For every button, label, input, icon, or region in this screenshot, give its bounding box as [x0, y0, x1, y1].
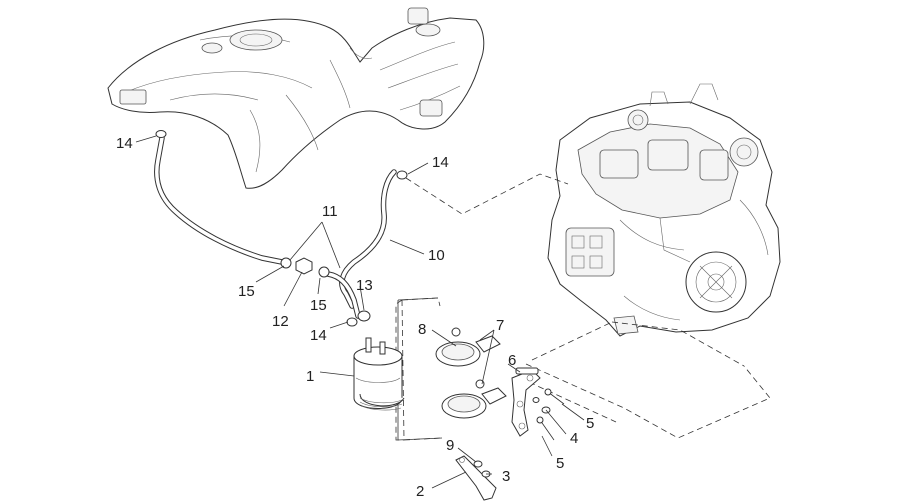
screws [532, 388, 565, 441]
lower-bracket [455, 455, 497, 501]
bracket-group-outline [395, 297, 443, 441]
callout-14-middle: 14 [310, 327, 327, 344]
hoses [154, 135, 397, 319]
callout-2: 2 [416, 483, 424, 500]
callout-13: 13 [356, 277, 373, 294]
callout-5-upper: 5 [586, 415, 594, 432]
callout-6: 6 [508, 352, 516, 369]
callout-15-right: 15 [310, 297, 327, 314]
callout-14-top-left: 14 [116, 135, 133, 152]
callout-14-top-right: 14 [432, 154, 449, 171]
mounting-bracket [511, 367, 541, 437]
callout-9: 9 [446, 437, 454, 454]
callout-labels: 14 14 11 10 15 13 15 12 14 8 7 6 1 5 4 9… [116, 135, 594, 500]
engine [547, 83, 781, 337]
leader-lines [135, 135, 585, 489]
callout-15-left: 15 [238, 283, 255, 300]
callout-7: 7 [496, 317, 504, 334]
callout-11: 11 [322, 203, 338, 220]
callout-4: 4 [570, 430, 578, 447]
callout-3: 3 [502, 468, 510, 485]
callout-1: 1 [306, 368, 314, 385]
mounting-clamps [435, 327, 507, 419]
fuel-tank [107, 7, 485, 189]
reference-dashed-lines [405, 173, 771, 439]
callout-12: 12 [272, 313, 289, 330]
charcoal-canister [353, 337, 405, 411]
callout-10: 10 [428, 247, 445, 264]
callout-8: 8 [418, 321, 426, 338]
callout-5-lower: 5 [556, 455, 564, 472]
small-fittings [155, 130, 408, 327]
